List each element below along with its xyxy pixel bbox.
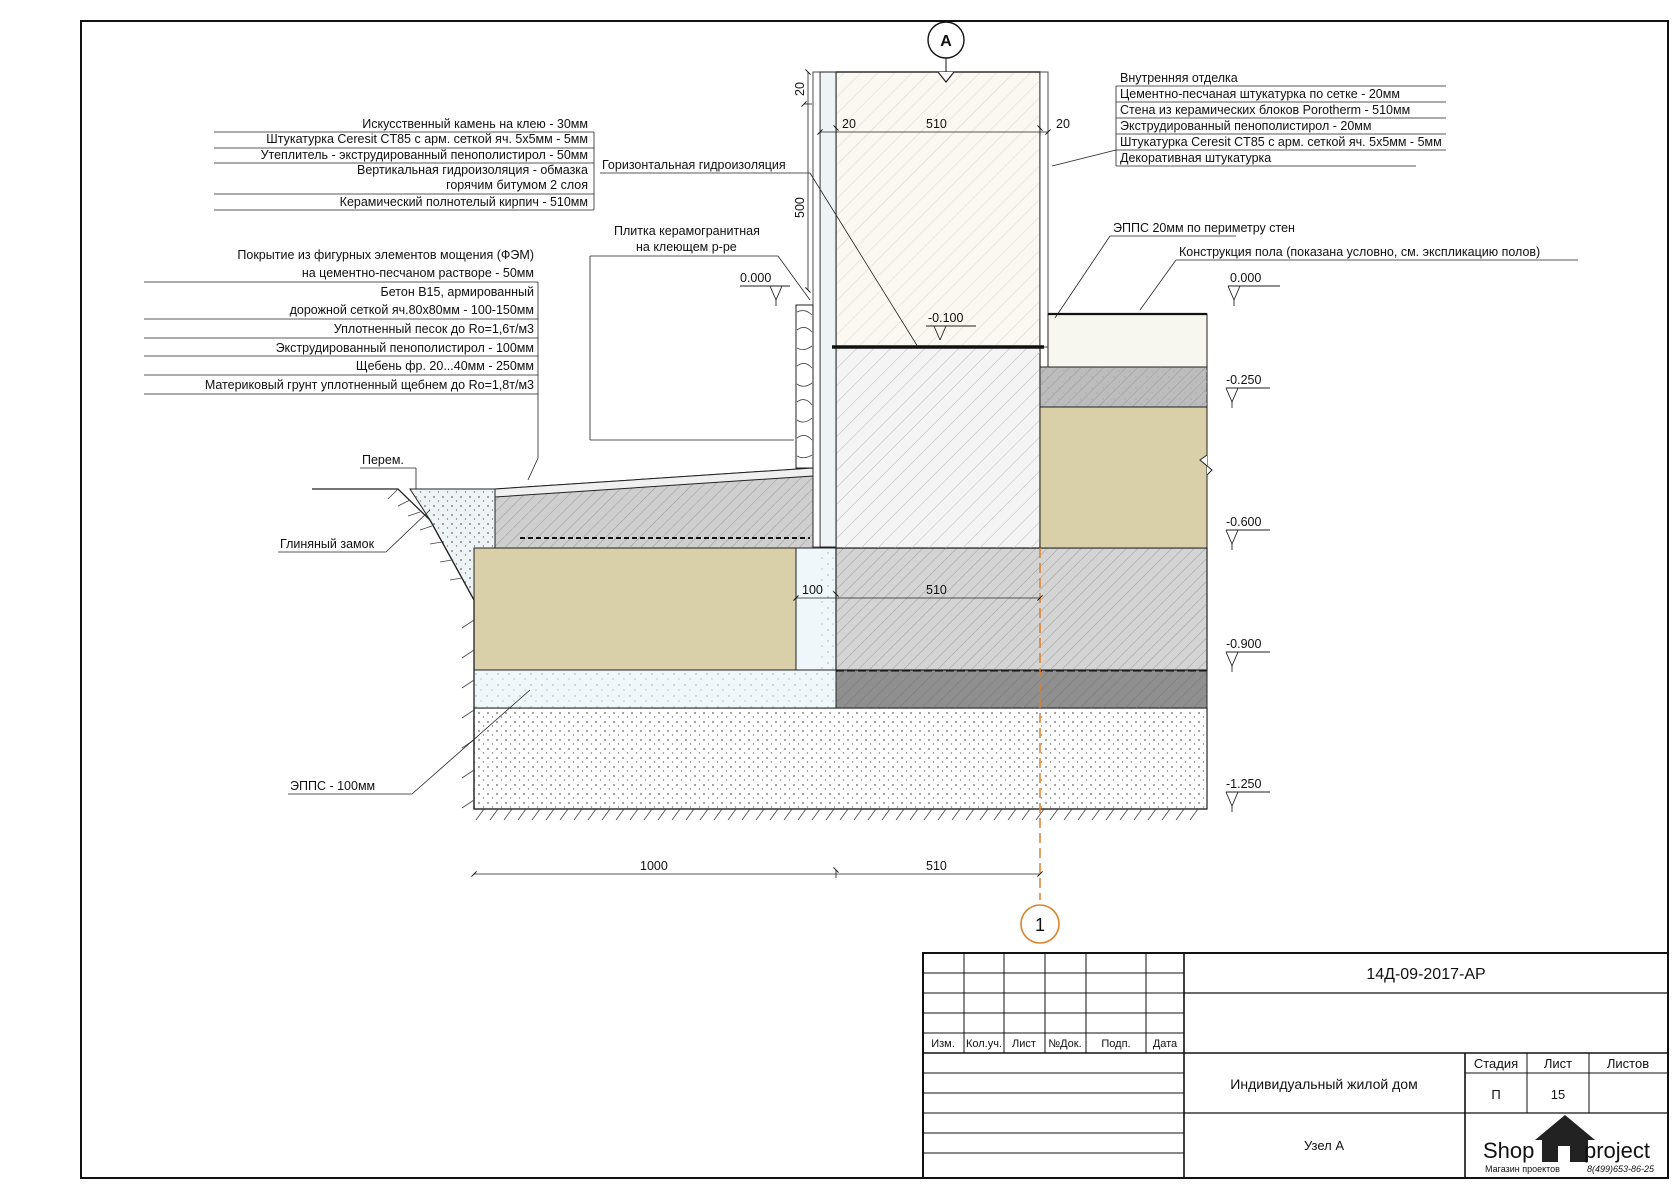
level-left-zero: 0.000 [740,271,790,306]
dim-100: 100 [802,583,823,597]
label-epps20: ЭППС 20мм по периметру стен [1113,221,1295,235]
callout-right-2: Цементно-песчаная штукатурка по сетке - … [1120,87,1400,101]
svg-text:-0.600: -0.600 [1226,515,1261,529]
logo-phone: 8(499)653-86-25 [1587,1164,1655,1174]
dimensions: 20 510 20 20 500 100 510 1000 510 [471,69,1070,878]
sand-layer-outer [473,547,797,671]
callout-paving-7: Щебень фр. 20...40мм - 250мм [356,359,534,373]
callout-paving-2: на цементно-песчаном растворе - 50мм [302,266,534,280]
callout-right-6: Декоративная штукатурка [1120,151,1271,165]
callout-right-5: Штукатурка Ceresit CT85 с арм. сеткой яч… [1120,135,1442,149]
dim-510-bottom: 510 [926,859,947,873]
house-icon [1535,1115,1595,1162]
level-m0250: -0.250 [1225,373,1270,408]
tb-col-kol: Кол.уч. [966,1038,1002,1050]
callout-left-1: Искусственный камень на клею - 30мм [362,117,588,131]
label-perem: Перем. [362,453,404,467]
svg-text:-0.250: -0.250 [1226,373,1261,387]
callout-paving-4: дорожной сеткой яч.80х80мм - 100-150мм [290,303,534,317]
label-floor: Конструкция пола (показана условно, см. … [1179,245,1540,259]
callout-right-4: Экструдированный пенополистирол - 20мм [1120,119,1371,133]
tb-stage-value: П [1491,1087,1500,1102]
title-block [922,952,1669,1179]
axis-label-1: 1 [1035,915,1045,935]
label-hydro: Горизонтальная гидроизоляция [602,158,786,172]
level-right-zero: 0.000 [1227,271,1280,306]
logo-left: Shop [1483,1138,1534,1163]
tb-col-list: Лист [1012,1038,1036,1050]
tb-col-podp: Подп. [1101,1038,1130,1050]
tb-col-izm: Изм. [931,1038,955,1050]
level-m0100: -0.100 [926,311,976,341]
level-m0600: -0.600 [1225,515,1270,550]
callout-paving-3: Бетон В15, армированный [381,285,534,299]
level-m1250: -1.250 [1225,777,1270,812]
svg-text:-0.900: -0.900 [1226,637,1261,651]
label-epps100: ЭППС - 100мм [290,779,375,793]
svg-text:0.000: 0.000 [740,271,771,285]
logo-tagline: Магазин проектов [1485,1164,1560,1174]
dim-20-right: 20 [1056,117,1070,131]
dim-20-left: 20 [842,117,856,131]
tb-sheet-title: Узел А [1304,1138,1344,1153]
callout-right-1: Внутренняя отделка [1120,71,1238,85]
callouts-paving: Покрытие из фигурных элементов мощения (… [144,248,539,481]
level-marks: 0.000 -0.100 0.000 -0.250 -0.600 -0.900 [740,271,1280,812]
dim-510-top: 510 [926,117,947,131]
floor-construction [1047,313,1208,368]
gravel-layer [473,707,1208,810]
logo-right: project [1584,1138,1650,1163]
svg-text:-0.100: -0.100 [928,311,963,325]
callout-left-2: Штукатурка Ceresit CT85 с арм. сеткой яч… [266,132,588,146]
tb-code: 14Д-09-2017-АР [1366,966,1485,983]
level-m0900: -0.900 [1225,637,1270,672]
tb-object: Индивидуальный жилой дом [1230,1076,1417,1092]
dim-20-vertical: 20 [793,82,807,96]
callouts-right: Внутренняя отделка Цементно-песчаная шту… [1051,71,1446,167]
tb-col-data: Дата [1153,1038,1178,1050]
callout-paving-6: Экструдированный пенополистирол - 100мм [276,341,534,355]
svg-text:0.000: 0.000 [1230,271,1261,285]
callout-left-3: Утеплитель - экструдированный пенополист… [261,148,588,162]
callout-paving-5: Уплотненный песок до Ro=1,6т/м3 [334,322,534,336]
sand-layer-inner [1039,406,1208,549]
callouts-left: Искусственный камень на клею - 30мм Штук… [214,117,595,211]
shop-project-logo: Shop project Магазин проектов 8(499)653-… [1483,1115,1655,1174]
tb-col-doc: №Док. [1048,1038,1081,1050]
label-clay: Глиняный замок [280,537,375,551]
callout-right-3: Стена из керамических блоков Porotherm -… [1120,103,1410,117]
tb-sheet-label: Лист [1544,1056,1572,1071]
dim-510-mid: 510 [926,583,947,597]
callout-left-6: Керамический полнотелый кирпич - 510мм [340,195,588,209]
tb-sheets-label: Листов [1607,1056,1649,1071]
dim-500-vertical: 500 [793,197,807,218]
callout-left-4: Вертикальная гидроизоляция - обмазка [357,163,588,177]
sheet-frame [80,20,1669,1179]
dim-1000: 1000 [640,859,668,873]
label-tile-1: Плитка керамогранитная [614,224,760,238]
axis-label-a: А [940,33,952,50]
callout-left-5: горячим битумом 2 слоя [446,178,588,192]
tb-stage-label: Стадия [1474,1056,1518,1071]
label-tile-2: на клеющем р-ре [636,240,737,254]
callout-paving-1: Покрытие из фигурных элементов мощения (… [237,248,534,262]
tb-sheet-value: 15 [1551,1087,1565,1102]
svg-text:-1.250: -1.250 [1226,777,1261,791]
axis-bubble-1 [1020,904,1060,944]
callout-paving-8: Материковый грунт уплотненный щебнем до … [205,378,534,392]
section-body [312,71,1213,900]
